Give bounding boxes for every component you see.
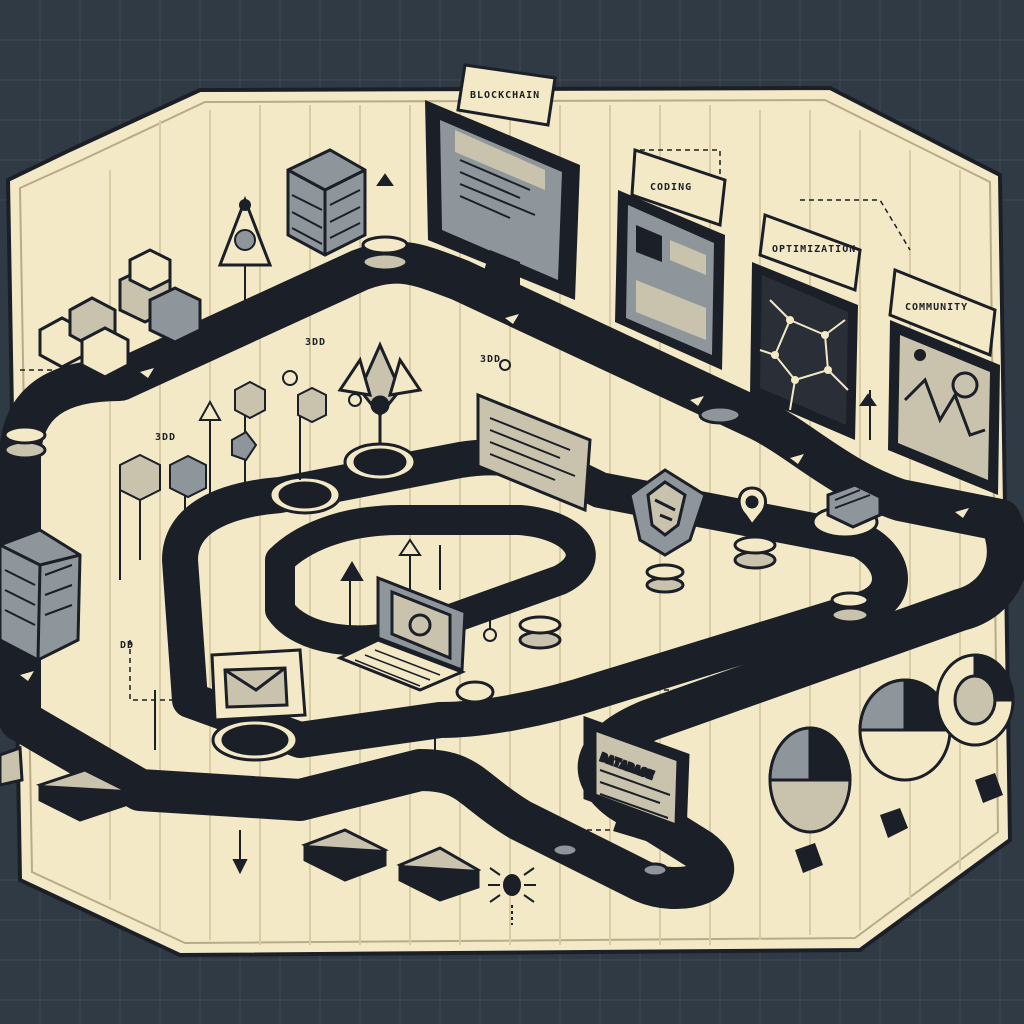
small-labels: 3DD 3DD 3DD DD xyxy=(120,337,501,651)
shield-icon xyxy=(628,468,707,557)
coin-stack-icon xyxy=(3,235,870,878)
platform-discs xyxy=(211,442,879,762)
small-monitor-icon: DATABASE xyxy=(583,715,690,842)
banner-optimization: OPTIMIZATION xyxy=(758,212,862,293)
label-3dd-c: 3DD xyxy=(480,354,501,365)
donut-chart-icon xyxy=(858,653,1015,782)
banner-blockchain-text: BLOCKCHAIN xyxy=(470,90,540,101)
envelope-icon xyxy=(210,648,307,722)
network-graph-icon xyxy=(750,262,858,440)
banner-coding-text: CODING xyxy=(650,182,692,193)
label-3dd-a: 3DD xyxy=(305,337,326,348)
milestone-pins xyxy=(119,359,871,750)
tablet-icon xyxy=(615,190,725,370)
banner-community: COMMUNITY xyxy=(888,267,997,358)
bug-icon xyxy=(488,867,536,925)
pie-chart-icon xyxy=(768,726,852,834)
card-icon xyxy=(0,745,482,902)
label-3dd-b: 3DD xyxy=(155,432,176,443)
chip-icon xyxy=(826,483,882,529)
tag-icon xyxy=(795,773,1003,873)
arrow-markers xyxy=(232,173,877,875)
monitor-icon xyxy=(425,100,580,300)
nodes-icon xyxy=(217,195,273,320)
banner-blockchain: BLOCKCHAIN xyxy=(456,63,557,127)
arrow-down-icon xyxy=(13,460,37,538)
server-stack-icon xyxy=(286,148,367,257)
banner-coding: CODING xyxy=(630,147,727,228)
network-node-icon xyxy=(337,341,423,445)
label-dd: DD xyxy=(120,640,134,651)
cube-icon xyxy=(38,248,202,379)
database-card xyxy=(476,392,592,513)
location-pin-icon xyxy=(737,486,768,528)
server-box-icon xyxy=(0,528,82,662)
mouse-icon xyxy=(455,680,495,704)
laptop-icon xyxy=(336,575,467,692)
line-chart-icon xyxy=(888,320,1000,495)
banner-community-text: COMMUNITY xyxy=(905,302,968,313)
banner-optimization-text: OPTIMIZATION xyxy=(772,244,856,255)
